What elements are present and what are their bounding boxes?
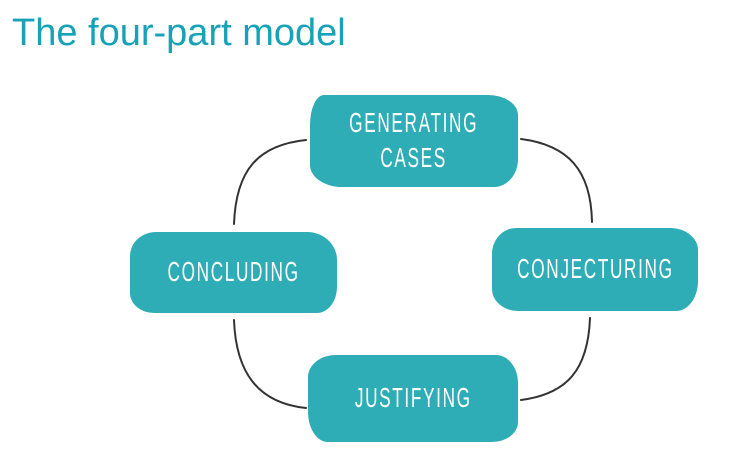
connector-generating-to-conjecturing [520,138,593,223]
node-label-line: CONJECTURING [516,254,674,285]
node-label-line: GENERATING [349,108,479,139]
node-generating-cases: GENERATING CASES [310,95,518,187]
node-concluding-label: CONCLUDING [167,255,299,290]
page-title: The four-part model [12,12,346,54]
node-concluding: CONCLUDING [130,232,337,313]
node-conjecturing-label: CONJECTURING [517,252,673,287]
node-generating-cases-label: GENERATING CASES [350,106,479,177]
node-justifying-label: JUSTIFYING [355,381,472,416]
node-justifying: JUSTIFYING [308,355,518,442]
connector-conjecturing-to-justifying [520,317,591,401]
node-label-line: CASES [380,143,448,174]
connector-justifying-to-concluding [233,319,307,409]
node-conjecturing: CONJECTURING [492,228,698,311]
node-label-line: CONCLUDING [167,257,300,288]
node-label-line: JUSTIFYING [354,383,472,414]
connector-concluding-to-generating [233,139,307,225]
